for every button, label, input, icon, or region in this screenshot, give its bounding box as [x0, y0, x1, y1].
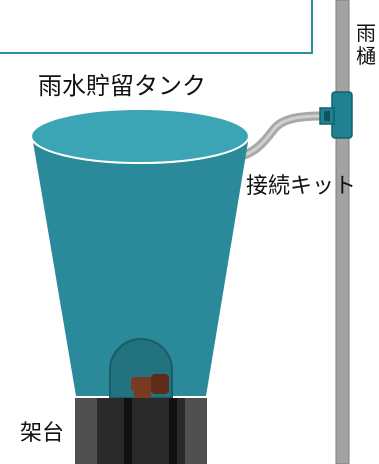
tank-label: 雨水貯留タンク — [38, 72, 206, 100]
connection-kit-label: 接続キット — [246, 174, 356, 199]
info-frame — [0, 0, 313, 54]
faucet-handle — [151, 374, 169, 394]
downspout-label-line2: 樋 — [356, 44, 376, 68]
tank-top — [30, 108, 250, 164]
stand-leg-right — [185, 398, 207, 464]
stand-post-left — [124, 398, 132, 464]
tank-body — [32, 136, 249, 396]
stand-leg-left — [75, 398, 97, 464]
stand-label: 架台 — [20, 421, 64, 446]
connector-body — [331, 91, 353, 139]
downspout-label-line1: 雨 — [356, 21, 376, 45]
downspout-pipe — [335, 0, 350, 464]
connection-hose-highlight — [240, 114, 324, 158]
connector-nozzle-inner — [324, 111, 330, 121]
stand-post-right — [169, 398, 177, 464]
